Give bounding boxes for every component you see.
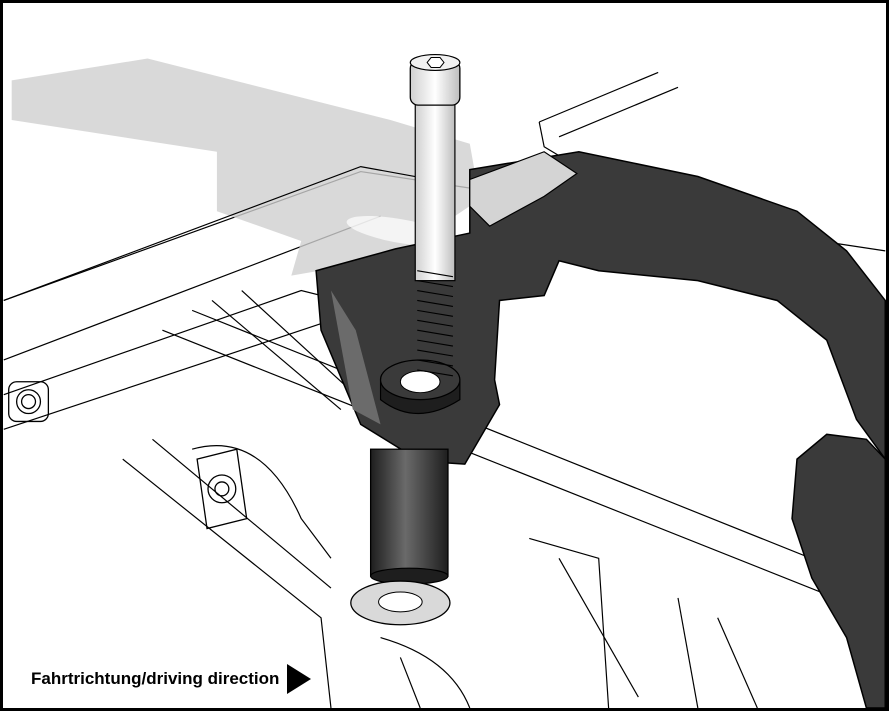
- vehicle-frame-lineart: [3, 71, 886, 708]
- driving-direction-caption: Fahrtrichtung/driving direction: [31, 662, 318, 696]
- caption-text: Fahrtrichtung/driving direction: [31, 669, 280, 688]
- flat-washer: [350, 580, 451, 626]
- upper-washer: [379, 359, 461, 415]
- frame-bolt-left: [8, 381, 50, 423]
- carrier-plate-edge: [3, 165, 416, 302]
- bracket-arm-right: [791, 433, 886, 708]
- frame-bolt-mid: [196, 448, 248, 530]
- hex-socket-icon: [426, 57, 445, 68]
- bracket-clip: [469, 151, 578, 227]
- play-arrow-icon: [287, 664, 312, 694]
- spacer-sleeve: [369, 448, 449, 585]
- bracket-highlight: [330, 290, 381, 425]
- bolt-thread: [417, 270, 454, 377]
- cap-screw: [409, 53, 461, 377]
- assembly-illustration: [3, 53, 886, 708]
